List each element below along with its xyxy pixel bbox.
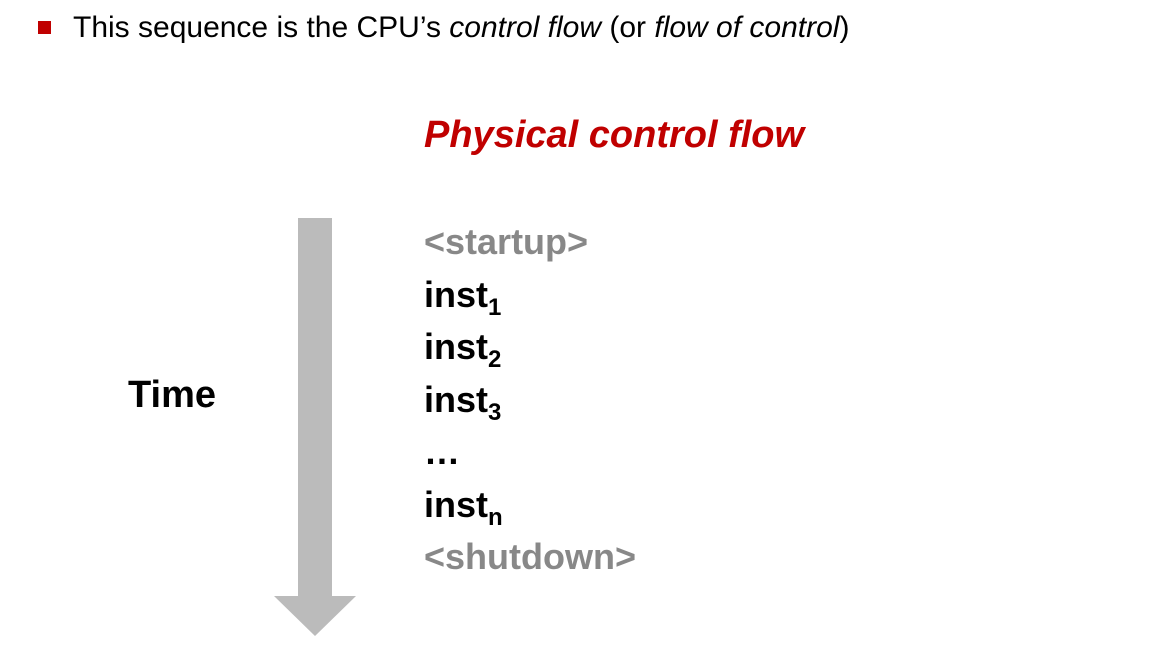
sequence-item: … — [424, 426, 636, 479]
diagram-title: Physical control flow — [424, 114, 805, 156]
bullet-term-control-flow: control flow — [449, 11, 602, 44]
bullet-term-flow-of-control: flow of control — [654, 11, 840, 44]
bullet-suffix: ) — [839, 11, 850, 44]
sequence-item: inst3 — [424, 374, 636, 427]
sequence-item: <shutdown> — [424, 531, 636, 584]
sequence-item-text: inst — [424, 273, 489, 315]
square-bullet-icon — [38, 21, 51, 34]
sequence-item-text: … — [424, 431, 460, 472]
bullet-prefix: This sequence is the CPU’s — [73, 11, 450, 44]
bullet-middle: (or — [601, 11, 655, 44]
sequence-item: inst2 — [424, 321, 636, 374]
sequence-item: inst1 — [424, 269, 636, 322]
down-arrow-icon — [274, 218, 356, 636]
sequence-item-subscript: 2 — [488, 346, 502, 373]
sequence-item-text: <shutdown> — [424, 536, 637, 577]
sequence-item-text: inst — [424, 378, 489, 420]
sequence-item-subscript: 3 — [488, 398, 502, 426]
sequence-item-text: inst — [424, 483, 489, 525]
sequence-item-subscript: 1 — [488, 293, 502, 321]
arrow-shape — [274, 218, 356, 636]
sequence-item: instn — [424, 479, 636, 532]
sequence-item-subscript: n — [488, 503, 503, 531]
sequence-item-text: inst — [424, 326, 489, 367]
sequence-item-text: <startup> — [424, 221, 589, 262]
time-label: Time — [128, 374, 217, 416]
sequence-item: <startup> — [424, 216, 636, 269]
bullet-text: This sequence is the CPU’s control flow … — [73, 10, 849, 46]
